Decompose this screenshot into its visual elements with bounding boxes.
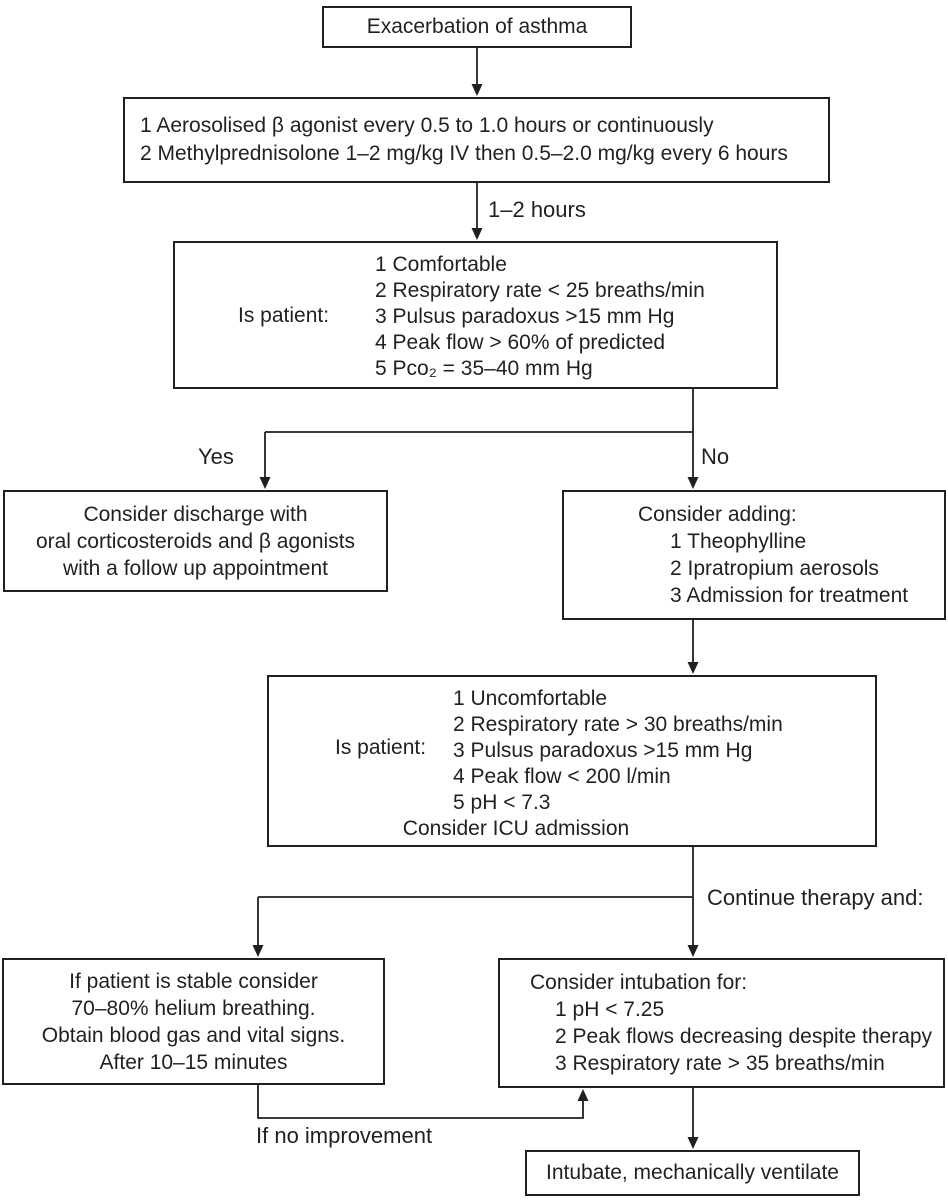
criteria-item: 5 pH < 7.3 [453, 791, 551, 814]
node-exacerbation-of-asthma: Exacerbation of asthma [322, 6, 632, 48]
intubate-text: Intubate, mechanically ventilate [545, 1161, 839, 1184]
assessment-question-label: Is patient: [335, 736, 427, 759]
helium-line: Obtain blood gas and vital signs. [41, 1023, 346, 1047]
helium-line: 70–80% helium breathing. [71, 996, 316, 1020]
criteria-item: 1 Comfortable [375, 253, 507, 276]
criteria-item: 4 Peak flow > 60% of predicted [375, 331, 666, 354]
arrowhead-to-intubation-criteria [687, 945, 699, 957]
discharge-line: Consider discharge with [83, 502, 308, 526]
node-intubate-ventilate: Intubate, mechanically ventilate [525, 1150, 860, 1196]
arrowhead-start-to-initial [471, 84, 483, 96]
criteria-item: 4 Peak flow < 200 l/min [453, 765, 671, 788]
node-assessment-stable: Is patient: 1 Comfortable 2 Respiratory … [173, 241, 778, 389]
edge-no-improvement [257, 1085, 584, 1119]
edge-label-1-2-hours: 1–2 hours [488, 197, 586, 222]
edge-label-if-no-improvement: If no improvement [256, 1123, 433, 1148]
node-consider-intubation: Consider intubation for: 1 pH < 7.25 2 P… [498, 958, 945, 1088]
node-helium-breathing: If patient is stable consider 70–80% hel… [2, 958, 385, 1085]
initial-treatment-line: 1 Aerosolised β agonist every 0.5 to 1.0… [140, 114, 714, 137]
node-initial-treatment: 1 Aerosolised β agonist every 0.5 to 1.0… [123, 97, 830, 183]
criteria-item: 5 Pco₂ = 35–40 mm Hg [375, 357, 593, 380]
arrowhead-initial-to-assessment1 [471, 228, 483, 240]
discharge-line: oral corticosteroids and β agonists [35, 529, 356, 553]
node-exacerbation-text: Exacerbation of asthma [366, 15, 588, 38]
arrowhead-to-intubate [687, 1137, 699, 1149]
discharge-line: with a follow up appointment [63, 556, 328, 580]
adding-item: 1 Theophylline [670, 530, 807, 553]
node-consider-adding: Consider adding: 1 Theophylline 2 Ipratr… [562, 490, 946, 620]
intubation-item: 1 pH < 7.25 [555, 998, 665, 1021]
assessment-criteria-list: 1 Comfortable 2 Respiratory rate < 25 br… [375, 252, 705, 382]
intubation-item: 3 Respiratory rate > 35 breaths/min [555, 1052, 885, 1075]
edge-label-yes: Yes [198, 444, 234, 469]
edge-label-continue-therapy: Continue therapy and: [707, 885, 924, 910]
arrowhead-no-improvement-up [577, 1089, 589, 1101]
arrowhead-to-helium [252, 945, 264, 957]
criteria-item: 2 Respiratory rate > 30 breaths/min [453, 713, 783, 736]
node-consider-discharge: Consider discharge with oral corticoster… [3, 490, 388, 592]
intubation-item: 2 Peak flows decreasing despite therapy [555, 1025, 933, 1048]
node-assessment-unstable: Is patient: 1 Uncomfortable 2 Respirator… [267, 675, 877, 847]
consider-intubation-heading: Consider intubation for: [530, 971, 748, 994]
arrowhead-yes [259, 477, 271, 489]
consider-icu-admission-text: Consider ICU admission [402, 817, 630, 840]
initial-treatment-line: 2 Methylprednisolone 1–2 mg/kg IV then 0… [140, 142, 788, 165]
assessment-criteria-list: 1 Uncomfortable 2 Respiratory rate > 30 … [453, 686, 783, 816]
consider-adding-heading: Consider adding: [638, 503, 797, 526]
helium-line: If patient is stable consider [69, 969, 318, 993]
adding-item: 3 Admission for treatment [670, 584, 909, 607]
edge-assessment1-branch [265, 389, 694, 433]
adding-item: 2 Ipratropium aerosols [670, 557, 879, 580]
assessment-question-label: Is patient: [238, 304, 330, 327]
criteria-item: 3 Pulsus paradoxus >15 mm Hg [375, 305, 675, 328]
arrowhead-adding-to-assessment2 [687, 662, 699, 674]
criteria-item: 2 Respiratory rate < 25 breaths/min [375, 279, 705, 302]
criteria-item: 1 Uncomfortable [453, 687, 608, 710]
arrowhead-no [687, 477, 699, 489]
edge-label-no: No [701, 444, 730, 469]
helium-line: After 10–15 minutes [99, 1050, 288, 1074]
edge-assessment2-branch [258, 847, 694, 898]
criteria-item: 3 Pulsus paradoxus >15 mm Hg [453, 739, 753, 762]
